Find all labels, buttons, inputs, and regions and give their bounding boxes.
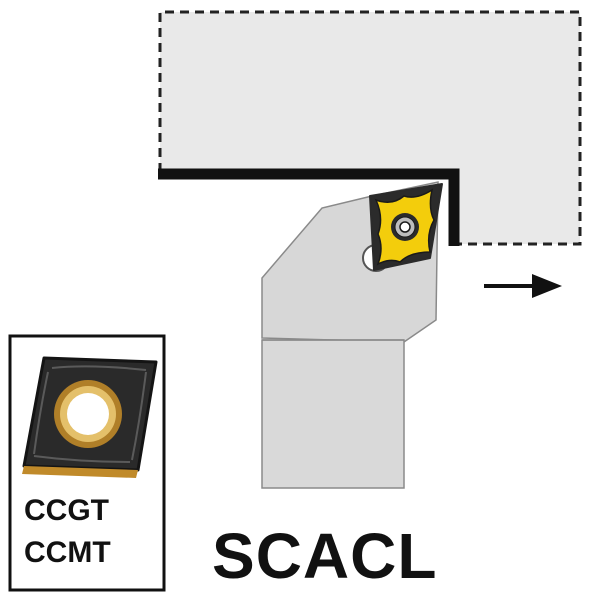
insert-code-1: CCGT: [24, 494, 109, 527]
insert-screw-icon: [399, 221, 411, 233]
insert-photo-hole-inner: [67, 393, 109, 435]
insert-reference-box: CCGT CCMT: [8, 334, 166, 592]
arrow-right-icon: [484, 274, 562, 298]
workpiece-body: [160, 12, 580, 244]
insert-photo-chipbreaker: [33, 365, 147, 463]
insert-code-2: CCMT: [24, 536, 111, 569]
machined-contour: [158, 168, 460, 246]
mounted-insert: [369, 183, 443, 271]
insert-photo-edge: [22, 466, 138, 478]
holder-designation: SCACL: [212, 520, 437, 592]
insert-photo: [22, 356, 158, 478]
workpiece: [158, 10, 582, 246]
workpiece-dashed-outline: [158, 10, 582, 246]
holder-shank: [261, 339, 405, 489]
